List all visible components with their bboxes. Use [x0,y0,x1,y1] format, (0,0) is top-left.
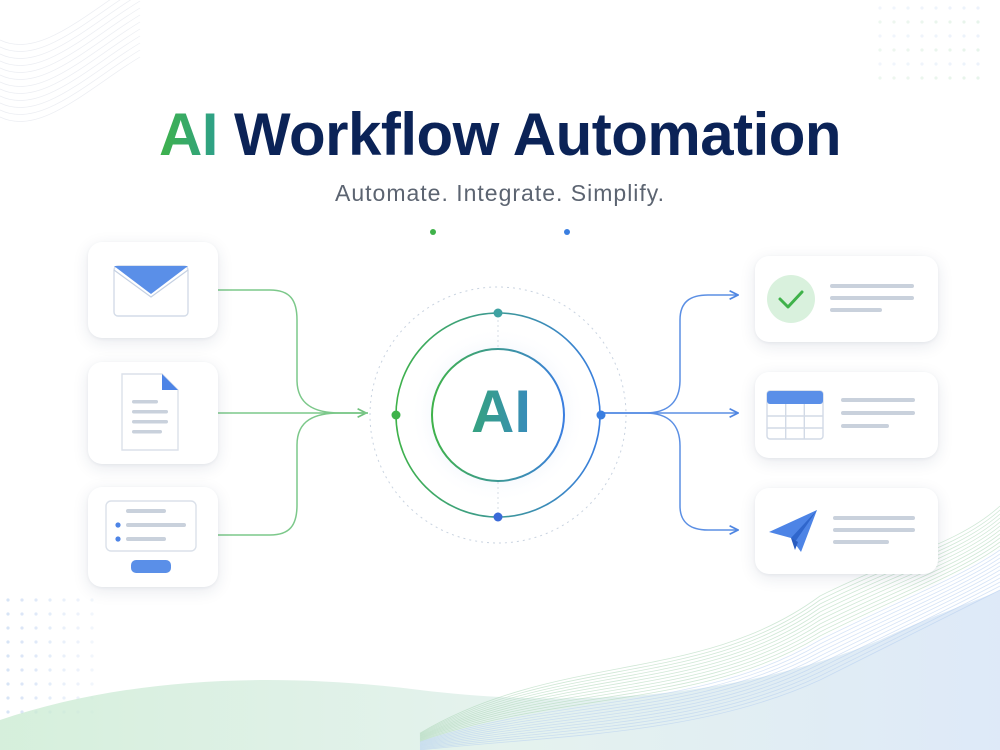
connector-task [602,295,738,414]
dot-pattern-top-right [878,6,980,80]
wave-lines [419,505,1000,750]
output-card-spreadsheet[interactable] [755,372,938,458]
input-card-document[interactable] [88,362,218,464]
connector-form [218,412,368,536]
output-card-task[interactable] [755,256,938,342]
wave-lines-top-left [0,0,141,122]
table-icon [766,390,915,440]
bottom-wave [0,590,1000,750]
title-main: Workflow Automation [233,101,842,168]
output-connectors [602,295,738,530]
checkmark-icon [767,275,914,323]
connector-send [602,412,738,530]
hub-label: AI [436,352,566,472]
paper-plane-icon [769,510,915,552]
envelope-icon [113,265,189,317]
hub-node-top [493,308,503,318]
ai-hub [369,286,627,544]
form-icon [105,500,197,573]
output-card-send[interactable] [755,488,938,574]
hub-node-bottom [493,512,503,522]
subtitle-divider [430,229,570,235]
hub-node-right [596,410,606,420]
document-icon [121,373,179,451]
input-connectors [218,289,368,536]
title-accent: AI [158,101,219,168]
input-card-form[interactable] [88,487,218,587]
page-subtitle: Automate. Integrate. Simplify. [335,180,665,206]
connector-email [218,289,368,414]
input-card-email[interactable] [88,242,218,338]
hub-node-left [391,410,401,420]
